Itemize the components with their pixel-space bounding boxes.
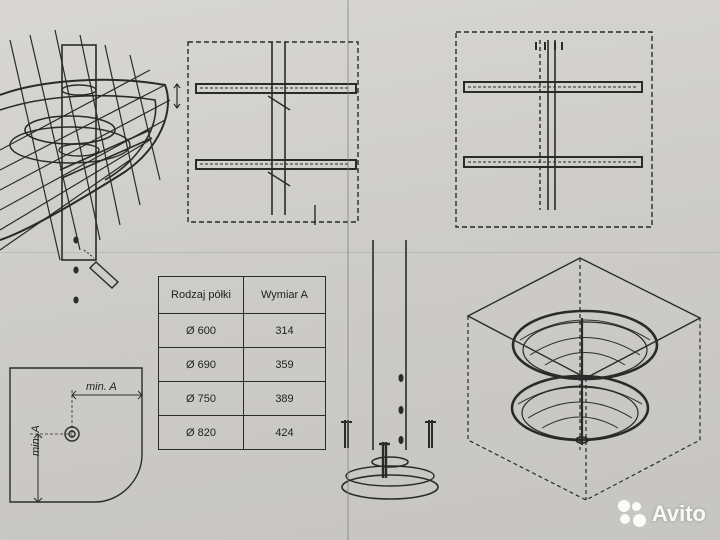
avito-watermark: Avito	[617, 500, 706, 528]
avito-logo-icon	[617, 500, 646, 528]
shelf-diameter-cell: Ø 690	[158, 347, 244, 382]
column-header-dimension-a: Wymiar A	[243, 276, 326, 314]
shelf-diameter-cell: Ø 750	[158, 381, 244, 416]
avito-watermark-text: Avito	[651, 501, 706, 526]
table-header-row: Rodzaj półki Wymiar A	[158, 276, 326, 314]
table-row: Ø 820 424	[158, 415, 326, 450]
basket-perspective-view	[0, 29, 171, 304]
dimension-a-cell: 389	[243, 381, 326, 416]
paper-fold-horizontal	[0, 252, 720, 253]
dimension-a-cell: 359	[243, 347, 326, 382]
pole-base-detail	[341, 240, 439, 500]
min-a-detail	[9, 367, 143, 503]
column-header-shelf-type: Rodzaj półki	[158, 276, 244, 314]
table-row: Ø 690 359	[158, 347, 326, 382]
table-row: Ø 600 314	[158, 313, 326, 348]
min-a-horizontal-label: min. A	[86, 381, 117, 393]
shelf-size-table: Rodzaj półki Wymiar A Ø 600 314 Ø 690 35…	[158, 276, 326, 450]
dimension-a-cell: 424	[243, 415, 326, 450]
min-a-vertical-label: min. A	[30, 425, 42, 456]
shelf-diameter-cell: Ø 600	[158, 313, 244, 348]
front-elevation-view	[173, 41, 359, 225]
cabinet-elevation-view	[455, 31, 653, 228]
table-row: Ø 750 389	[158, 381, 326, 416]
paper-fold-vertical	[347, 0, 349, 540]
shelf-diameter-cell: Ø 820	[158, 415, 244, 450]
isometric-carousel-view	[466, 257, 702, 501]
dimension-a-cell: 314	[243, 313, 326, 348]
